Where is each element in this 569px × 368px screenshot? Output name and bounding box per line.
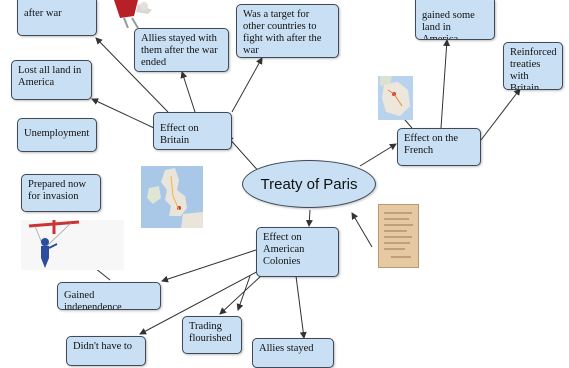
uk-map-image [141,166,203,228]
node-colonies-allies-stayed: Allies stayed [252,338,334,368]
node-britain-allies-stayed: Allies stayed with them after the war en… [134,28,229,72]
edge-colonies-trading [219,274,263,315]
edge-center-colonies [305,209,313,227]
france-map-image [378,76,413,120]
node-unemployment: Unemployment [17,118,97,152]
edge-britain-lostland [91,98,155,129]
node-effect-on-britain: Effect on Britain [153,112,232,150]
edge-french-gained [440,39,451,129]
edge-colonies-trading2 [236,275,251,311]
node-gained-independence: Gained independence [57,282,161,310]
edge-colonies-independence [161,249,257,283]
edge-french-treaties [480,88,521,141]
figure-image [108,0,156,28]
edge-britain-target [231,57,263,113]
center-node: Treaty of Paris [242,160,376,208]
node-target: Was a target for other countries to figh… [236,4,339,58]
edge-document-center [351,212,373,248]
puppet-cross-image [21,220,124,270]
edge-britain-allies [180,71,196,113]
document-image [378,204,419,268]
node-didnt-have-to: Didn't have to [66,336,146,366]
center-label: Treaty of Paris [260,175,358,193]
node-effect-on-colonies: Effect on American Colonies [256,227,339,277]
node-trading-flourished: Trading flourished [182,316,242,354]
edge-colonies-allies [295,275,307,339]
node-reinforced-treaties: Reinforced treaties with Britain [503,42,563,90]
edge-britain-afterwar [95,37,169,113]
node-prepared: Prepared now for invasion [21,174,101,212]
node-gained-land: gained some land in America [415,0,495,40]
edge-center-french [359,143,397,167]
node-lost-land: Lost all land in America [11,60,92,100]
node-after-war: after war [17,0,97,36]
edge-colonies-didnt [139,267,265,335]
node-effect-on-french: Effect on the French [397,128,481,166]
